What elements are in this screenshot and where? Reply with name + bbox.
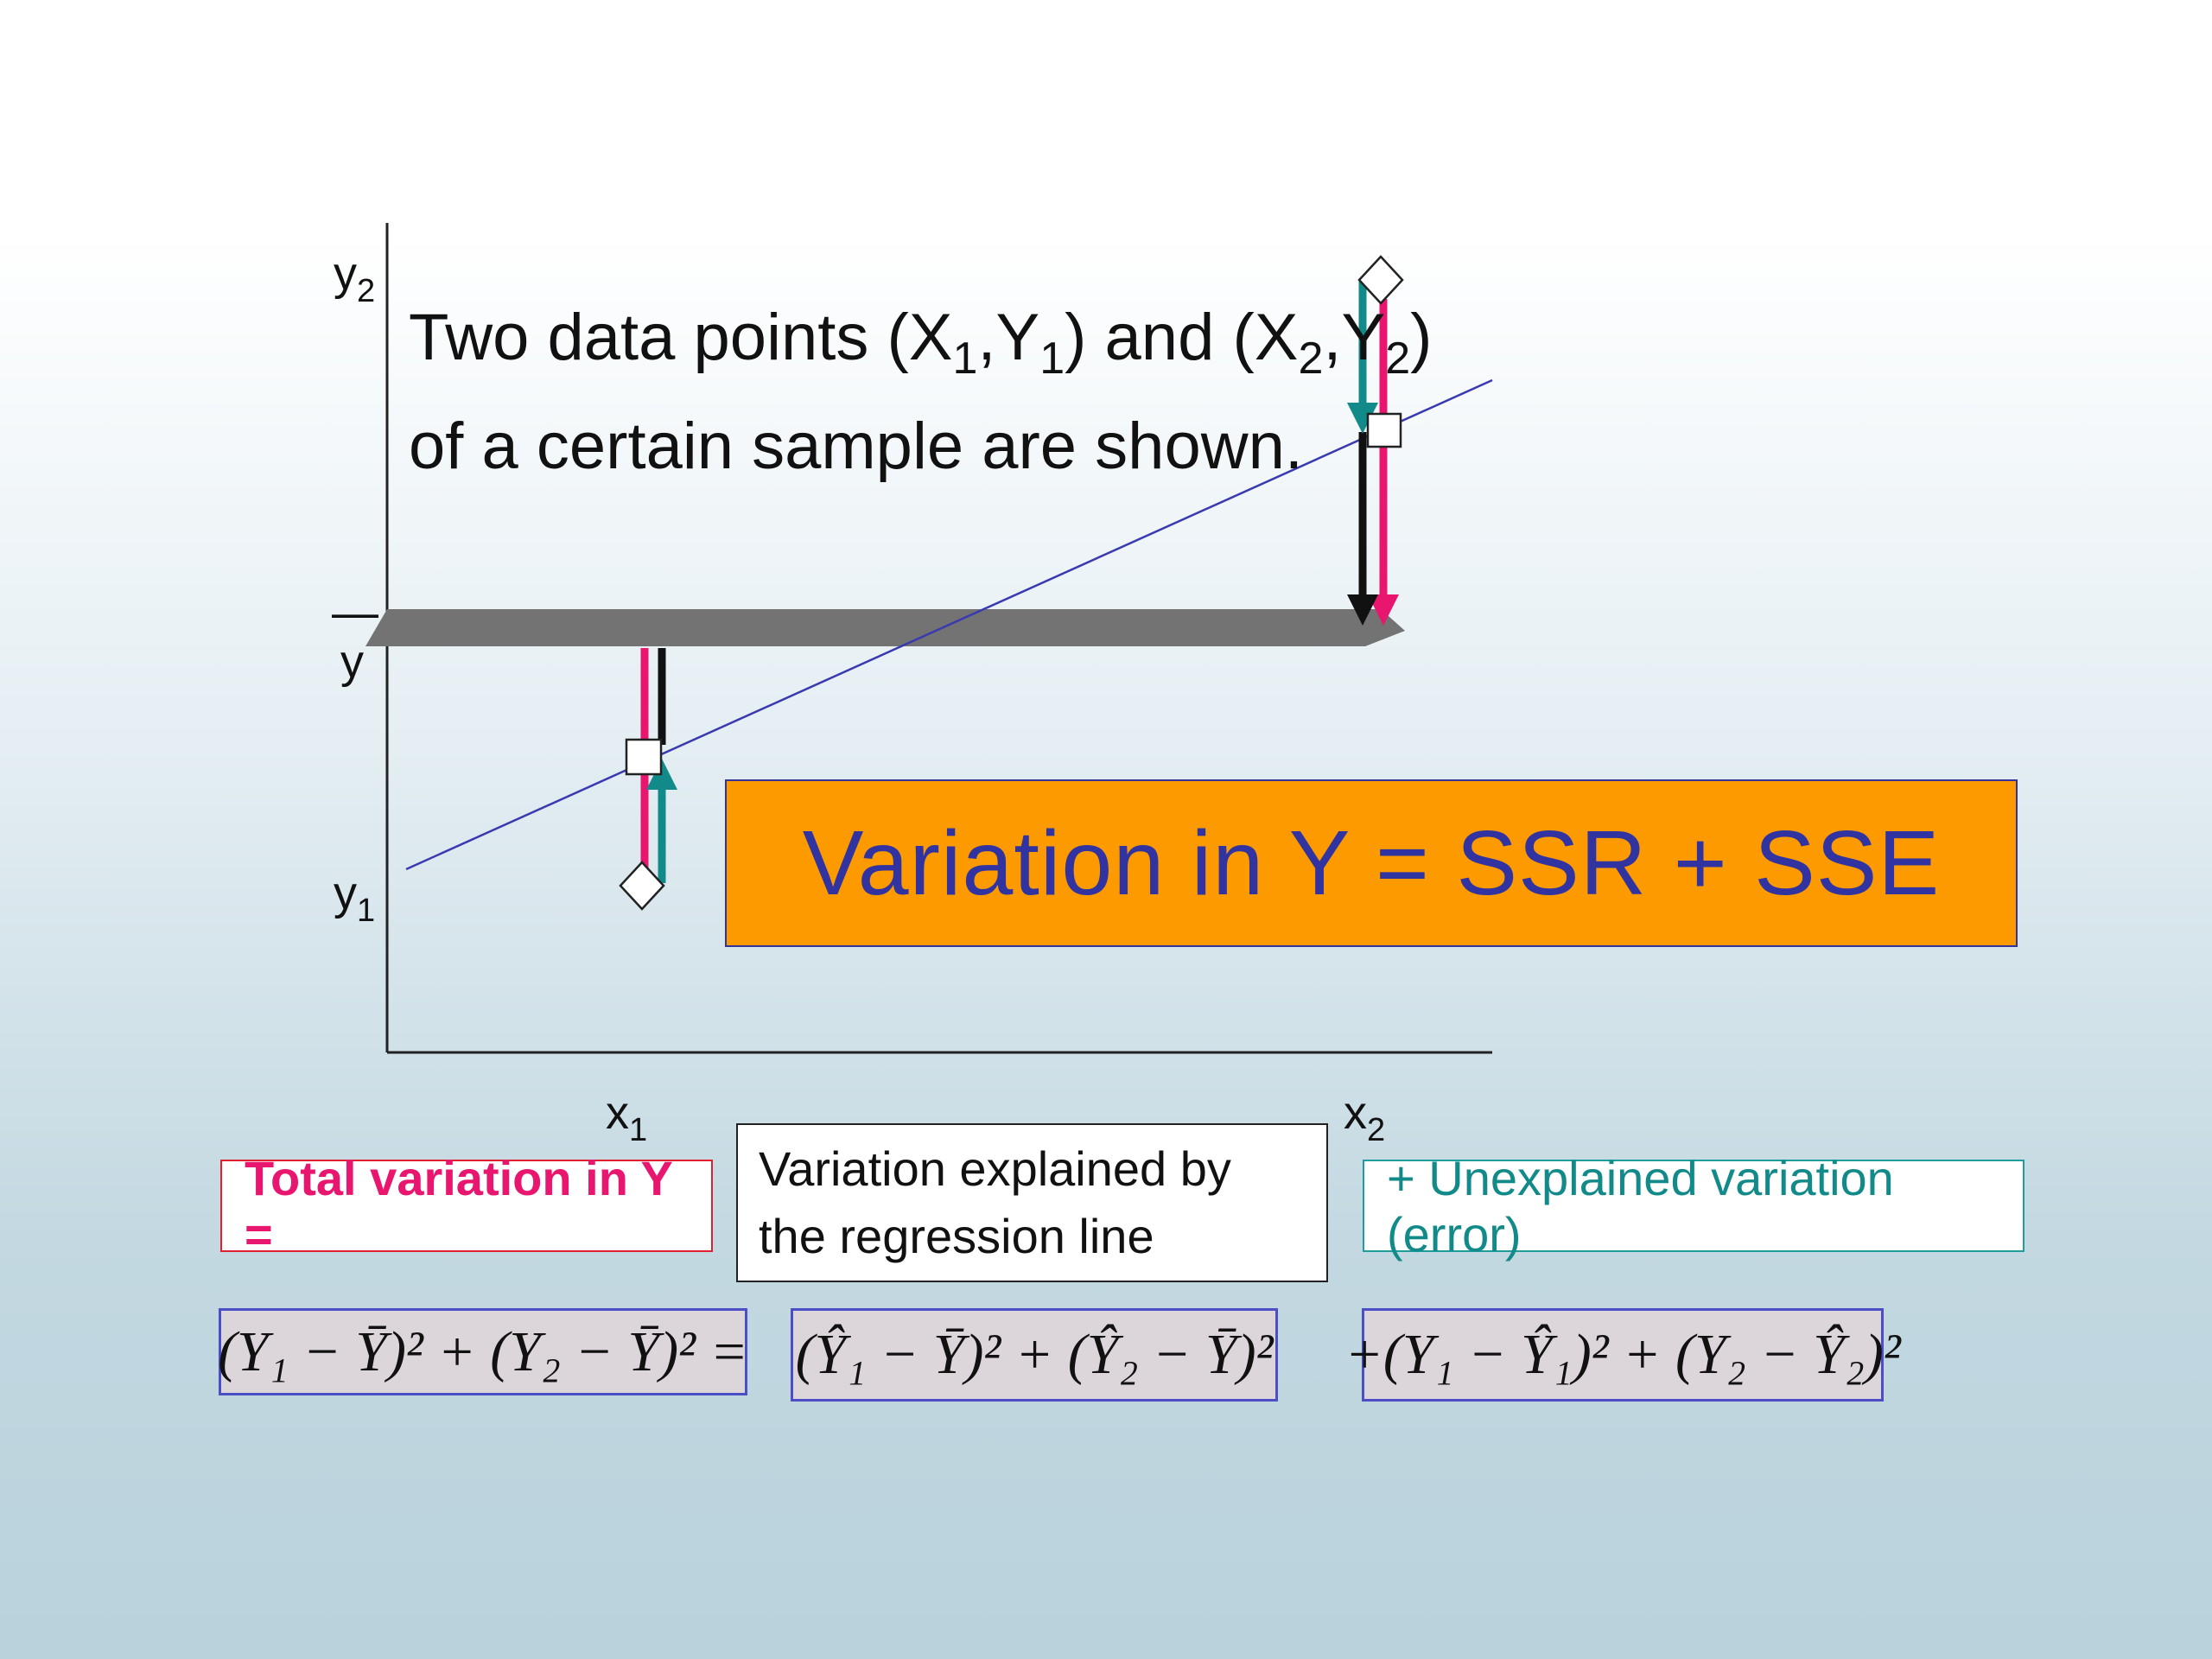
- predicted-point-2-marker: [1366, 412, 1402, 448]
- x1-label: x1: [606, 1087, 647, 1148]
- y2-label: y2: [334, 248, 375, 309]
- explained-variation-formula-box: (Ŷ₁ − Ȳ)² + (Ŷ₂ − Ȳ)²: [791, 1308, 1278, 1402]
- y1-label: y1: [334, 868, 375, 929]
- total-variation-formula-box: (Y₁ − Ȳ)² + (Y₂ − Ȳ)² =: [218, 1308, 748, 1395]
- mean-band: [365, 609, 1405, 646]
- ybar-label: y: [340, 636, 364, 688]
- variation-headline: Variation in Y = SSR + SSE: [802, 811, 1941, 914]
- regression-line: [405, 378, 1493, 871]
- data-point-2-marker: [1357, 255, 1404, 305]
- unexplained-variation-formula: +(Y₁ − Ŷ₁)² + (Y₂ − Ŷ₂)²: [1344, 1323, 1901, 1386]
- total-variation-label-box: Total variation in Y =: [220, 1151, 713, 1262]
- variation-headline-box: Variation in Y = SSR + SSE: [725, 779, 2018, 947]
- explained-variation-label: Variation explained by the regression li…: [759, 1141, 1231, 1263]
- unexplained-variation-formula-box: +(Y₁ − Ŷ₁)² + (Y₂ − Ŷ₂)²: [1344, 1308, 1901, 1402]
- data-point-1-marker: [619, 861, 665, 911]
- predicted-point-1-marker: [625, 738, 663, 776]
- explained-variation-formula: (Ŷ₁ − Ȳ)² + (Ŷ₂ − Ȳ)²: [795, 1323, 1274, 1386]
- total-variation-label: Total variation in Y =: [245, 1150, 672, 1262]
- explained-variation-label-box: Variation explained by the regression li…: [736, 1123, 1328, 1282]
- ybar-overbar: —: [332, 587, 378, 639]
- caption-line-1: Two data points (X1,Y1) and (X2,Y2): [409, 301, 1433, 385]
- unexplained-variation-label: + Unexplained variation (error): [1387, 1150, 1894, 1262]
- unexplained-variation-label-box: + Unexplained variation (error): [1363, 1151, 2024, 1262]
- diagram-caption: Two data points (X1,Y1) and (X2,Y2) of a…: [409, 294, 1432, 491]
- total-variation-formula: (Y₁ − Ȳ)² + (Y₂ − Ȳ)² =: [218, 1319, 748, 1383]
- x2-label: x2: [1344, 1087, 1385, 1148]
- caption-line-2: of a certain sample are shown.: [409, 410, 1303, 484]
